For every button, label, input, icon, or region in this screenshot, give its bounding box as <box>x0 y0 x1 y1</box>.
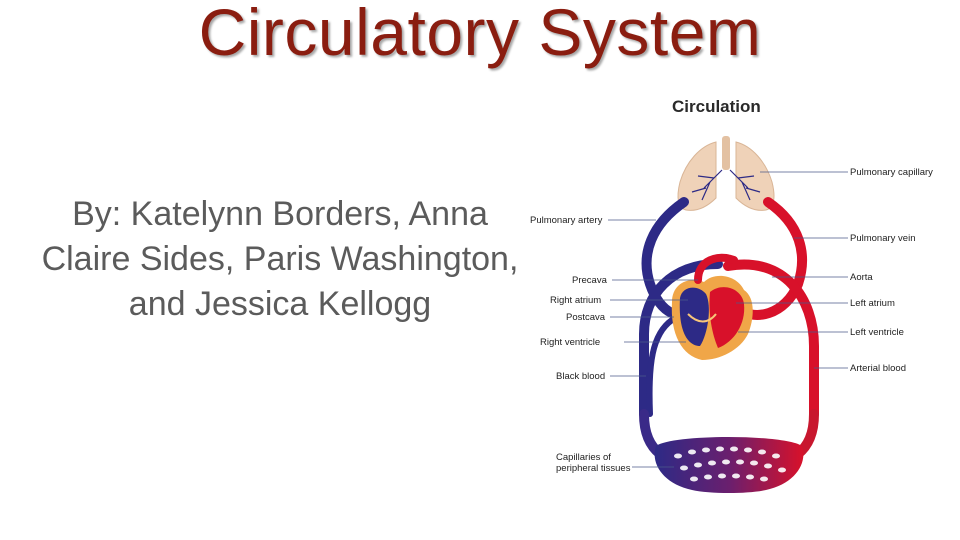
label-pulmonary-vein: Pulmonary vein <box>850 233 915 244</box>
label-pulmonary-artery: Pulmonary artery <box>530 215 603 226</box>
label-leader-lines <box>608 171 848 468</box>
peripheral-capillary-bed <box>654 437 804 493</box>
label-arterial-blood: Arterial blood <box>850 363 906 374</box>
lungs-illustration <box>677 136 775 211</box>
label-capillaries-line2: peripheral tissues <box>556 463 631 474</box>
label-precava: Precava <box>572 275 608 286</box>
label-left-ventricle: Left ventricle <box>850 327 904 338</box>
circulation-svg: Circulation <box>530 97 933 493</box>
label-aorta: Aorta <box>850 272 873 283</box>
diagram-title: Circulation <box>672 97 761 116</box>
authors-text: By: Katelynn Borders, Anna Claire Sides,… <box>41 195 519 323</box>
label-left-atrium: Left atrium <box>850 298 895 309</box>
label-black-blood: Black blood <box>556 371 605 382</box>
heart-illustration <box>671 253 753 360</box>
label-right-atrium: Right atrium <box>550 295 601 306</box>
label-pulmonary-capillary: Pulmonary capillary <box>850 167 933 178</box>
slide-title: Circulatory System <box>198 0 762 69</box>
circulation-diagram: Circulation <box>522 84 958 514</box>
label-right-ventricle: Right ventricle <box>540 337 600 348</box>
label-capillaries-line1: Capillaries of <box>556 452 611 463</box>
label-postcava: Postcava <box>566 312 606 323</box>
